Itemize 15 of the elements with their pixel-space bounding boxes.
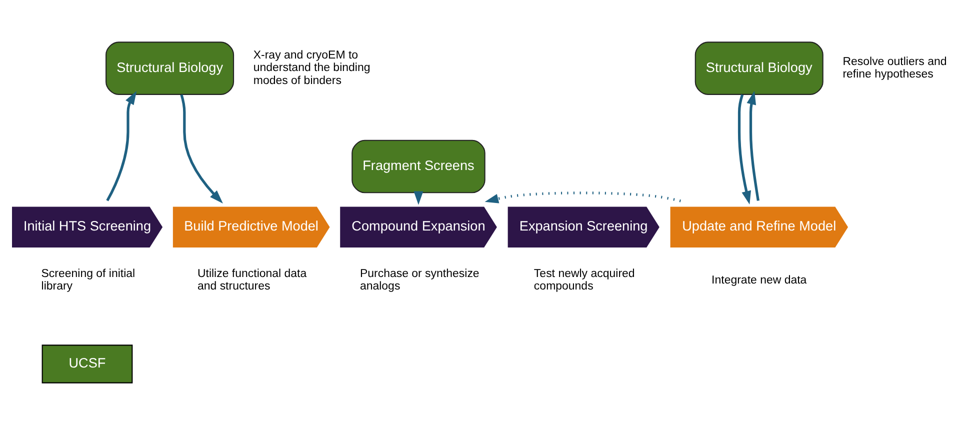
node-box: Structural Biology bbox=[106, 42, 234, 95]
arrow bbox=[180, 94, 223, 204]
node-box: Structural Biology bbox=[694, 42, 824, 95]
arrow bbox=[738, 94, 752, 205]
node-label: Integrate new data bbox=[712, 274, 807, 286]
node-label: Purchase or synthesize analogs bbox=[360, 268, 480, 293]
legend-label: UCSF bbox=[68, 356, 106, 371]
arrow bbox=[746, 90, 760, 201]
arrow bbox=[484, 192, 681, 204]
node-label: Screening of initial library bbox=[41, 268, 136, 293]
node-label: X-ray and cryoEM to understand the binding modes of binders bbox=[253, 50, 370, 87]
node-label: Utilize functional data and structures bbox=[197, 268, 307, 293]
node-label: Test newly acquired compounds bbox=[534, 268, 635, 293]
arrow bbox=[106, 91, 137, 202]
node-label: Resolve outliers and refine hypotheses bbox=[842, 56, 947, 80]
